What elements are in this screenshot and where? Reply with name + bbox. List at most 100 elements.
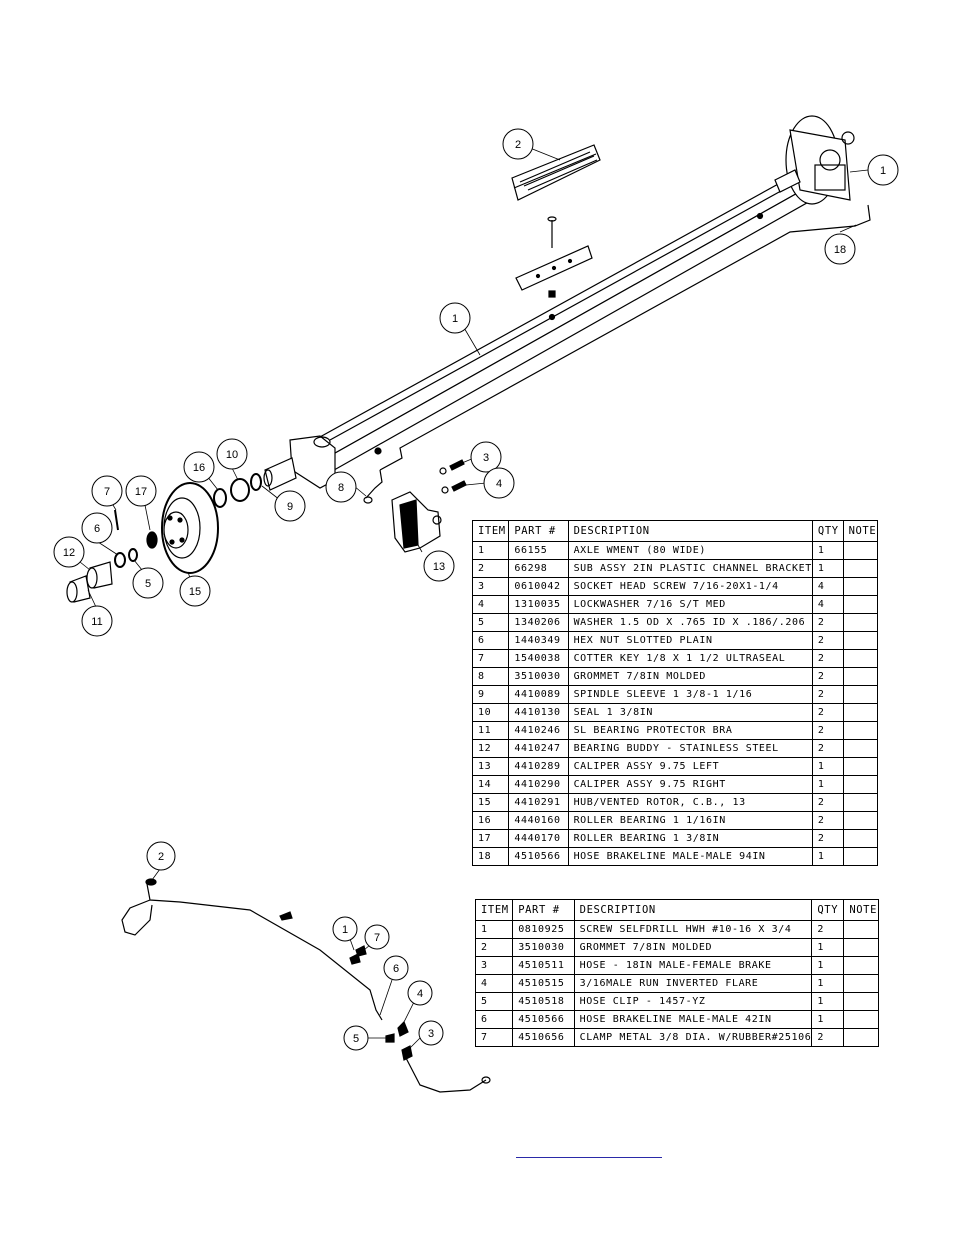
cell-description: SPINDLE SLEEVE 1 3/8-1 1/16 (567, 685, 813, 704)
cell-part: 1340206 (508, 613, 569, 632)
channel-bracket (511, 144, 601, 298)
header-description: DESCRIPTION (567, 520, 813, 542)
cell-part: 3510030 (508, 667, 569, 686)
callout-b-7: 7 (364, 924, 390, 950)
callout-b-1: 1 (332, 916, 358, 942)
cell-qty: 2 (811, 649, 844, 668)
cell-qty: 4 (811, 595, 844, 614)
cell-part: 66155 (508, 541, 569, 560)
callout-11: 11 (81, 605, 113, 637)
hyperlink-underline[interactable] (516, 1157, 662, 1158)
leader-lines (79, 147, 869, 608)
svg-text:4: 4 (417, 988, 423, 1000)
cell-item: 10 (471, 703, 510, 722)
svg-text:9: 9 (287, 501, 293, 513)
callout-8: 8 (325, 471, 357, 503)
callout-15: 15 (179, 575, 211, 607)
svg-text:3: 3 (428, 1028, 434, 1040)
cell-description: SOCKET HEAD SCREW 7/16-20X1-1/4 (567, 577, 813, 596)
svg-text:6: 6 (94, 523, 100, 535)
caliper (391, 491, 442, 553)
cell-item: 5 (474, 992, 514, 1011)
cell-description: HOSE BRAKELINE MALE-MALE 42IN (573, 1010, 813, 1029)
cell-item: 8 (471, 667, 510, 686)
table-header-row: ITEM PART # DESCRIPTION QTY NOTE (474, 899, 879, 921)
cell-qty: 1 (811, 1010, 845, 1029)
callout-10: 10 (216, 438, 248, 470)
cell-note (843, 920, 879, 939)
cell-description: LOCKWASHER 7/16 S/T MED (567, 595, 813, 614)
cell-description: HEX NUT SLOTTED PLAIN (567, 631, 813, 650)
left-spindle (263, 435, 336, 491)
cell-item: 2 (474, 938, 514, 957)
table-header-row: ITEM PART # DESCRIPTION QTY NOTE (471, 520, 879, 542)
cell-item: 6 (474, 1010, 514, 1029)
svg-text:16: 16 (193, 462, 205, 474)
cell-item: 6 (471, 631, 510, 650)
cell-note (842, 721, 879, 740)
cell-qty: 2 (811, 793, 844, 812)
cell-item: 16 (471, 811, 510, 830)
callout-b-5: 5 (343, 1025, 369, 1051)
cell-qty: 2 (811, 721, 844, 740)
callout-b-4: 4 (407, 980, 433, 1006)
cell-part: 4410291 (508, 793, 569, 812)
callout-b-6: 6 (383, 955, 409, 981)
cell-qty: 2 (811, 829, 844, 848)
bottom-hose-assembly (121, 868, 491, 1093)
cell-note (842, 577, 879, 596)
cell-qty: 1 (811, 938, 845, 957)
callout-b-3: 3 (418, 1020, 444, 1046)
cell-note (842, 703, 879, 722)
cell-qty: 1 (811, 956, 845, 975)
cell-qty: 2 (811, 631, 844, 650)
cell-part: 4410246 (508, 721, 569, 740)
header-part: PART # (512, 899, 575, 921)
cell-qty: 1 (811, 847, 844, 866)
cell-description: SCREW SELFDRILL HWH #10-16 X 3/4 (573, 920, 813, 939)
callout-16: 17 (125, 475, 157, 507)
cell-qty: 1 (811, 992, 845, 1011)
svg-text:18: 18 (834, 244, 846, 256)
hub-rotor (161, 482, 219, 574)
axle-beam (299, 171, 813, 479)
cell-part: 4440160 (508, 811, 569, 830)
cell-qty: 2 (811, 667, 844, 686)
callout-2-top: 2 (502, 128, 534, 160)
cell-qty: 2 (811, 685, 844, 704)
svg-text:5: 5 (145, 578, 151, 590)
cell-qty: 2 (811, 739, 844, 758)
svg-text:5: 5 (353, 1033, 359, 1045)
cell-note (842, 631, 879, 650)
header-part: PART # (508, 520, 569, 542)
cell-description: HUB/VENTED ROTOR, C.B., 13 (567, 793, 813, 812)
callout-5: 5 (132, 567, 164, 599)
cell-note (842, 829, 879, 848)
cell-part: 4410290 (508, 775, 569, 794)
svg-text:10: 10 (226, 449, 238, 461)
cell-item: 1 (471, 541, 510, 560)
cell-qty: 1 (811, 559, 844, 578)
cell-part: 4410289 (508, 757, 569, 776)
svg-text:1: 1 (880, 165, 886, 177)
cell-part: 4410130 (508, 703, 569, 722)
header-item: ITEM (471, 520, 510, 542)
svg-text:1: 1 (452, 313, 458, 325)
bearings-seals (114, 473, 262, 568)
cell-description: HOSE CLIP - 1457-YZ (573, 992, 813, 1011)
header-description: DESCRIPTION (573, 899, 813, 921)
cell-note (843, 1028, 879, 1047)
